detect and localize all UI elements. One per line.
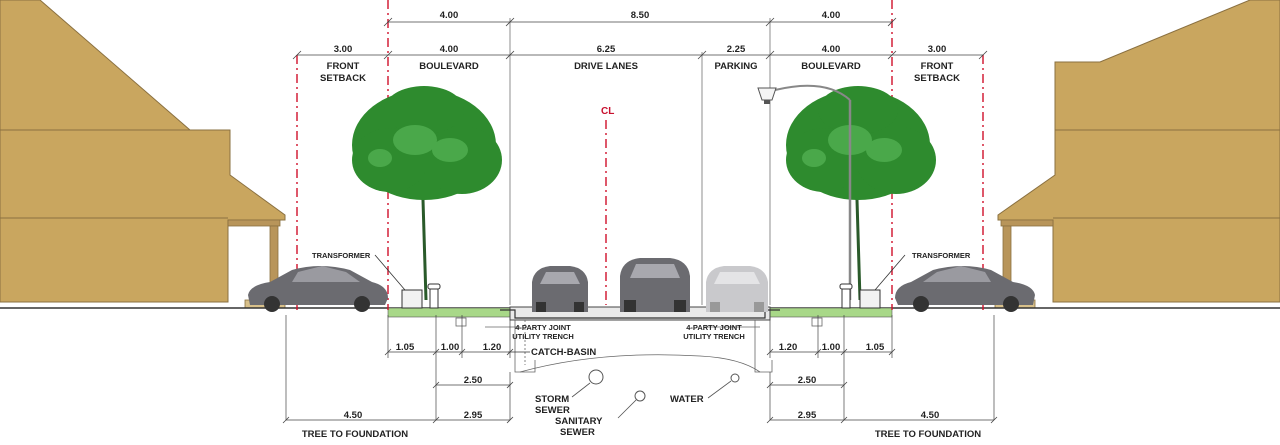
parking-car (706, 266, 768, 312)
dim-left-5: 2.95 (464, 410, 483, 421)
water-label: WATER (670, 394, 704, 405)
dim-right-3: 1.05 (866, 342, 885, 353)
zone-dim: 2.25 (727, 44, 746, 55)
dim-right-2: 1.00 (822, 342, 841, 353)
tree-to-foundation-left: TREE TO FOUNDATION (302, 429, 408, 440)
tree-to-foundation-right: TREE TO FOUNDATION (875, 429, 981, 440)
zone-dim: 6.25 (597, 44, 616, 55)
zone-dim: 3.00 (334, 44, 353, 55)
centerline-label: CL (601, 106, 614, 117)
street-light (757, 84, 852, 300)
driveway-car-left (248, 266, 388, 312)
trench-right-line1: 4-PARTY JOINT (686, 323, 742, 332)
dim-left-3: 1.20 (483, 342, 502, 353)
zone-label: BOULEVARD (801, 61, 861, 72)
dim-right-5: 2.95 (798, 410, 817, 421)
right-house (994, 0, 1280, 309)
dim-left-4: 2.50 (464, 375, 483, 386)
left-transformer (374, 254, 441, 309)
left-tree (352, 86, 502, 301)
storm-sewer-line1: STORM (535, 394, 569, 405)
catch-basin-label: CATCH-BASIN (531, 347, 596, 358)
zone-dim: 3.00 (928, 44, 947, 55)
under-dimension-lines (285, 315, 995, 421)
dim-right-6: 4.50 (921, 410, 940, 421)
drive-lane-car-1 (532, 266, 588, 312)
right-tree (786, 86, 936, 301)
dim-right-boulevard-top: 4.00 (822, 10, 841, 21)
dim-right-4: 2.50 (798, 375, 817, 386)
right-transformer (839, 254, 906, 309)
transformer-left-label: TRANSFORMER (312, 251, 371, 260)
dim-right-of-way: 8.50 (631, 10, 650, 21)
sanitary-sewer-line1: SANITARY (555, 416, 603, 427)
trench-right-line2: UTILITY TRENCH (683, 332, 745, 341)
dim-left-2: 1.00 (441, 342, 460, 353)
transformer-right-label: TRANSFORMER (912, 251, 971, 260)
under-dimension-ticks (282, 348, 998, 424)
storm-sewer-line2: SEWER (535, 405, 570, 416)
top-dimension-lines (292, 17, 988, 305)
zone-label: SETBACK (320, 73, 366, 84)
underground-utilities (455, 317, 823, 373)
dim-right-1: 1.20 (779, 342, 798, 353)
zone-label: FRONT (327, 61, 360, 72)
driveway-car-right (895, 266, 1035, 312)
left-house (0, 0, 286, 309)
zone-label: SETBACK (914, 73, 960, 84)
sanitary-sewer-line2: SEWER (560, 427, 595, 438)
dim-left-6: 4.50 (344, 410, 363, 421)
pipes (571, 369, 740, 419)
zone-labels: 3.00 FRONT SETBACK 4.00 BOULEVARD 6.25 D… (320, 44, 960, 84)
trench-left-line2: UTILITY TRENCH (512, 332, 574, 341)
drive-lane-car-2 (620, 258, 690, 312)
zone-dim: 4.00 (822, 44, 841, 55)
zone-label: BOULEVARD (419, 61, 479, 72)
zone-label: DRIVE LANES (574, 61, 638, 72)
zone-label: PARKING (714, 61, 757, 72)
dim-left-boulevard-top: 4.00 (440, 10, 459, 21)
dim-left-1: 1.05 (396, 342, 415, 353)
trench-left-line1: 4-PARTY JOINT (515, 323, 571, 332)
zone-dim: 4.00 (440, 44, 459, 55)
zone-label: FRONT (921, 61, 954, 72)
